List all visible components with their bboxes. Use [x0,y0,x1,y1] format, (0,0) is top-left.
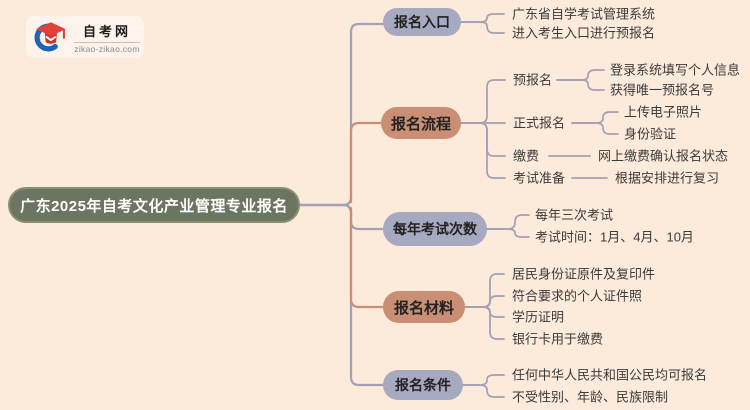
connector-group-materials-children [464,273,505,340]
graduation-cap-logo-icon [34,22,66,52]
subnode-payment: 缴费 [513,148,540,164]
leaf-exam-prep-1: 根据安排进行复习 [615,170,720,186]
leaf-exam-times-1: 每年三次考试 [535,207,614,223]
leaf-formal-registration-1: 上传电子照片 [624,104,703,120]
leaf-materials-4: 银行卡用于缴费 [512,331,604,347]
site-name: 自考网 [82,23,131,39]
leaf-materials-3: 学历证明 [512,309,565,325]
subnode-exam-prep: 考试准备 [513,170,566,186]
leaf-materials-1: 居民身份证原件及复印件 [512,266,656,282]
central-topic-node: 广东2025年自考文化产业管理专业报名 [8,187,300,223]
branch-node-entry: 报名入口 [383,8,461,36]
leaf-exam-times-2: 考试时间：1月、4月、10月 [535,229,694,245]
connector-group-process-children [460,69,619,179]
subnode-pre-registration: 预报名 [513,72,553,88]
connector-branch-entry [298,22,385,207]
logo-divider [74,41,140,43]
connector-branch-materials [349,206,385,309]
connector-group-times-children [486,214,530,238]
site-domain: zikao-zikao.com [74,43,140,54]
leaf-conditions-2: 不受性别、年龄、民族限制 [512,389,669,405]
connector-group-entry-children [460,13,505,34]
branch-node-exam-times: 每年考试次数 [383,212,487,246]
leaf-entry-2: 进入考生入口进行预报名 [512,25,656,41]
leaf-materials-2: 符合要求的个人证件照 [512,288,643,304]
subnode-formal-registration: 正式报名 [513,115,566,131]
connector-group-conditions-children [462,374,505,398]
branch-node-process: 报名流程 [381,107,461,139]
connector-branch-process [349,121,383,204]
branch-node-materials: 报名材料 [383,291,465,323]
leaf-pre-registration-1: 登录系统填写个人信息 [610,62,741,78]
logo-text-block: 自考网 zikao-zikao.com [74,21,140,54]
leaf-payment-1: 网上缴费确认报名状态 [598,148,729,164]
logo-cap-base [44,33,57,44]
logo-cap-chevron [45,36,57,41]
branch-node-conditions: 报名条件 [383,370,463,400]
leaf-conditions-1: 任何中华人民共和国公民均可报名 [512,367,708,383]
connector-branch-times [298,203,385,231]
leaf-formal-registration-2: 身份验证 [624,126,677,142]
logo-cap-board [36,22,66,37]
site-logo: 自考网 zikao-zikao.com [26,16,144,58]
leaf-pre-registration-2: 获得唯一预报名号 [610,82,715,98]
leaf-entry-1: 广东省自学考试管理系统 [512,6,656,22]
connector-branch-conditions [298,203,385,387]
